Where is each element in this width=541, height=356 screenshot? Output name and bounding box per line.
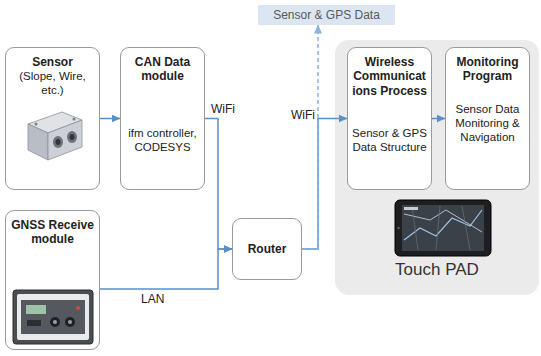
flow-arrow bbox=[100, 118, 120, 120]
gnss-receiver-picture bbox=[13, 290, 93, 344]
edge-label-holder: WiFi bbox=[209, 102, 237, 116]
gnss-receiver-picture bbox=[65, 317, 75, 327]
tablet-picture bbox=[395, 200, 491, 256]
sensor-picture bbox=[53, 136, 63, 148]
gnss-receiver-picture bbox=[68, 320, 72, 324]
gnss-receiver-picture bbox=[21, 300, 85, 334]
tablet-picture bbox=[404, 207, 418, 210]
box-text: (Slope, Wire, etc.) bbox=[10, 70, 95, 98]
box-title: Wireless Communications Process bbox=[352, 55, 427, 98]
router-box: Router bbox=[232, 218, 302, 280]
tablet-picture bbox=[412, 206, 470, 250]
sensor-picture bbox=[34, 122, 37, 125]
device-panel: Touch PAD Wireless Communications Process… bbox=[335, 40, 539, 295]
box-title: GNSS Receive module bbox=[10, 218, 95, 247]
tablet-picture bbox=[395, 200, 491, 256]
box-title: Router bbox=[248, 242, 287, 256]
edge-label-holder: LAN bbox=[139, 292, 166, 306]
sensor-picture bbox=[72, 117, 75, 120]
flow-arrow bbox=[302, 119, 347, 250]
edge-label-holder: WiFi bbox=[289, 108, 317, 122]
box-title: CAN Data module bbox=[125, 55, 200, 84]
tablet-picture bbox=[397, 227, 400, 230]
box-text: Sensor Data Monitoring & Navigation bbox=[450, 103, 525, 144]
gnss-receiver-picture bbox=[13, 290, 93, 344]
tablet-picture bbox=[402, 205, 484, 251]
flow-arrow bbox=[205, 119, 232, 250]
gnss-receiver-picture bbox=[26, 305, 46, 314]
sensor-picture bbox=[28, 112, 82, 160]
box-text: Touch PAD bbox=[335, 260, 539, 280]
box-text: Sensor & GPS Data Structure bbox=[352, 127, 427, 155]
sensor-picture bbox=[67, 131, 77, 143]
process-box: Wireless Communications ProcessSensor & … bbox=[347, 47, 432, 190]
sensor-picture bbox=[70, 134, 75, 140]
box-text: Sensor & GPS Data bbox=[273, 8, 380, 22]
sensor-picture bbox=[48, 120, 82, 160]
gnss-receiver-picture bbox=[53, 320, 57, 324]
flow-arrow bbox=[432, 118, 445, 120]
box-title: Sensor bbox=[10, 55, 95, 69]
dashed-arrow bbox=[302, 25, 318, 249]
link-label: LAN bbox=[139, 292, 166, 306]
gnss-receiver-picture bbox=[76, 306, 80, 310]
gnss-receiver-picture bbox=[27, 320, 41, 326]
program-box: Monitoring ProgramSensor Data Monitoring… bbox=[445, 47, 530, 190]
sensor-picture bbox=[56, 139, 61, 145]
link-label: WiFi bbox=[209, 102, 237, 116]
module-box: CAN Data module ifm controller, CODESYS bbox=[120, 47, 205, 190]
gnss-receiver-picture bbox=[17, 294, 89, 340]
data-tag: Sensor & GPS Data bbox=[258, 5, 395, 25]
tablet-picture bbox=[404, 210, 482, 232]
flow-arrow bbox=[100, 249, 232, 289]
link-label: WiFi bbox=[289, 108, 317, 122]
sensor-picture bbox=[28, 124, 48, 160]
box-title: Monitoring Program bbox=[450, 55, 525, 84]
box-text: ifm controller, CODESYS bbox=[125, 127, 200, 155]
gnss-receiver-picture bbox=[50, 317, 60, 327]
